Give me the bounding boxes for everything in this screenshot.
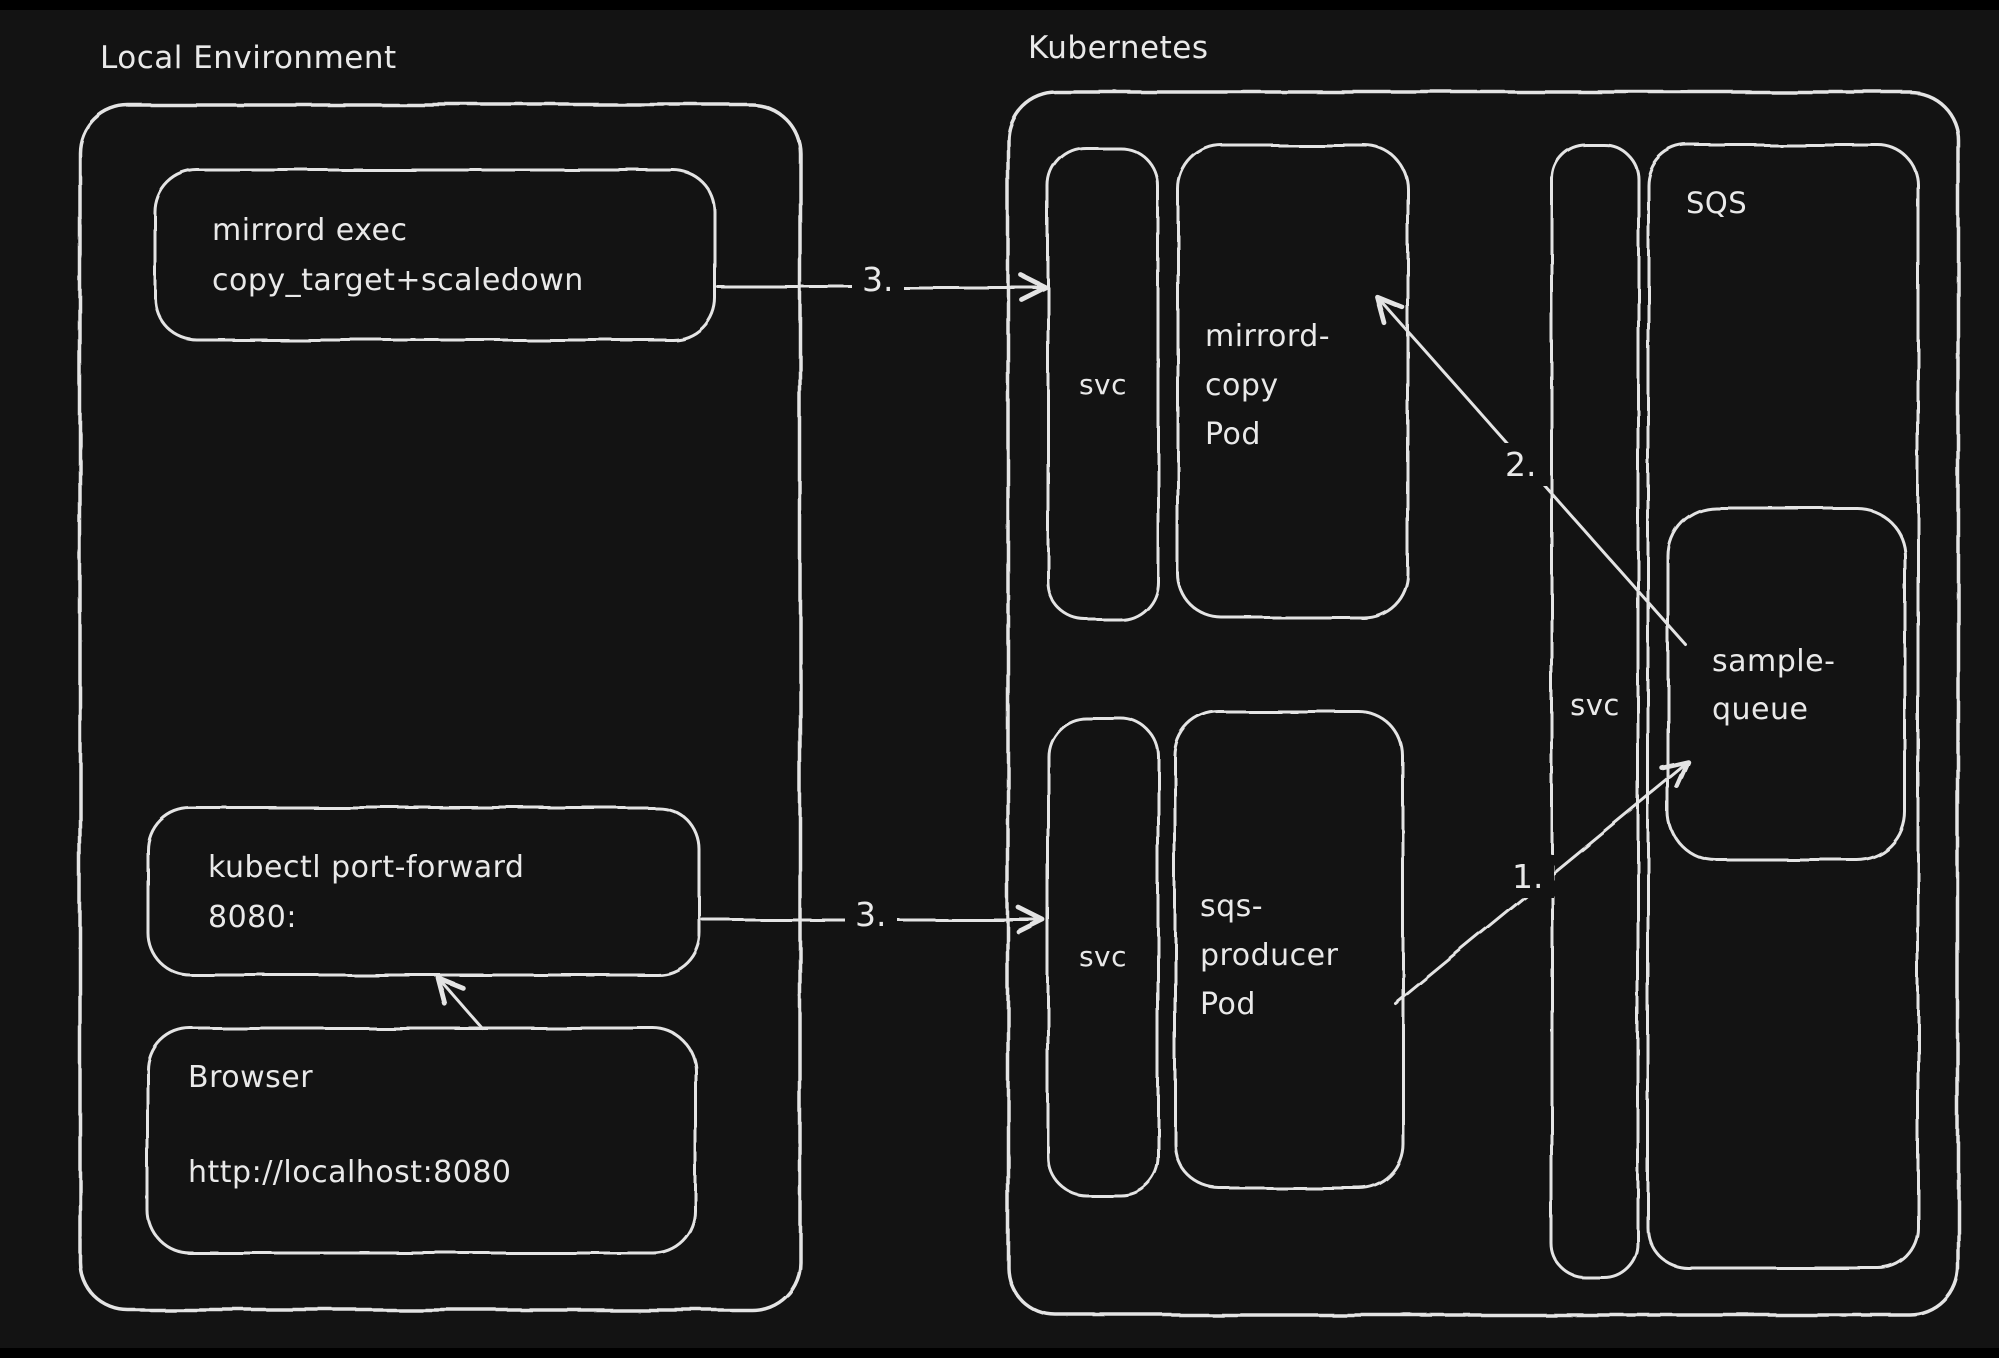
step-3-exec-label: 3. [852,258,904,301]
queue-svc-label: svc [1570,688,1620,722]
browser-box-url: http://localhost:8080 [188,1155,512,1190]
mirrord-exec-box-label: mirrord exec copy_target+scaledown [212,213,584,298]
sqs-box [1646,143,1920,1270]
kubernetes-title: Kubernetes [1028,30,1209,66]
mirrord-copy-svc-box [1046,146,1160,622]
mirrord-exec-box [153,168,717,342]
arrow-browser-to-portforward [435,975,484,1030]
browser-box-title: Browser [188,1060,314,1095]
sqs-producer-pod-box [1173,710,1405,1190]
letterbox-top [0,0,1999,10]
sqs-producer-svc-box [1046,716,1160,1197]
mirrord-copy-pod-label: mirrord- copy Pod [1205,319,1331,452]
sample-queue-label: sample- queue [1712,644,1836,727]
sqs-producer-svc-label: svc [1078,940,1128,973]
step-3-portforward-label: 3. [845,893,897,936]
step-2-label: 2. [1495,443,1547,486]
kubernetes-box [1006,90,1960,1317]
letterbox-bottom [0,1348,1999,1358]
browser-box [146,1026,697,1255]
mirrord-copy-svc-label: svc [1078,368,1128,401]
port-forward-box-label: kubectl port-forward 8080: [208,850,525,935]
queue-svc-box [1550,143,1640,1280]
sample-queue-box [1666,506,1907,862]
sqs-title: SQS [1686,186,1748,220]
port-forward-box [146,806,702,977]
local-environment-title: Local Environment [100,40,397,76]
local-environment-box [78,103,802,1312]
mirrord-copy-pod-box [1176,143,1410,620]
sqs-producer-pod-label: sqs- producer Pod [1200,889,1339,1022]
step-1-label: 1. [1502,855,1554,898]
